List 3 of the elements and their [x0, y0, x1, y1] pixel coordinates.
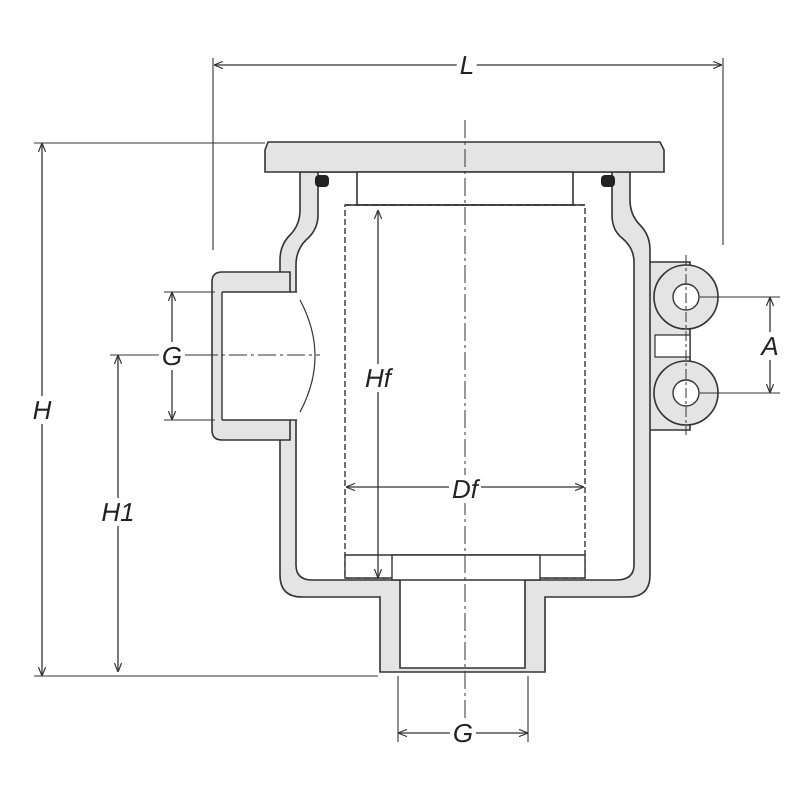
dimension-label: Df [449, 475, 481, 503]
dimension-label: G [158, 342, 186, 370]
dimension-label: G [450, 719, 476, 747]
